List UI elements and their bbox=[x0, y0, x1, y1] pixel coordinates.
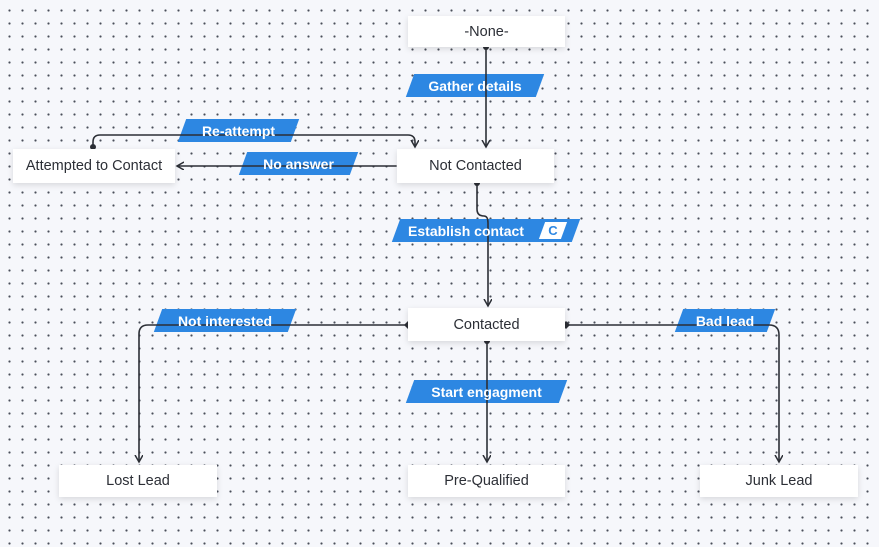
transition-bad-lead[interactable]: Bad lead bbox=[679, 309, 771, 332]
state-node-label: Contacted bbox=[453, 316, 520, 333]
state-node-label: -None- bbox=[464, 23, 509, 40]
transition-label: Re-attempt bbox=[201, 122, 276, 139]
state-node-lost-lead[interactable]: Lost Lead bbox=[59, 465, 217, 497]
state-node-not-contacted[interactable]: Not Contacted bbox=[397, 149, 554, 183]
state-node-none[interactable]: -None- bbox=[408, 16, 565, 47]
transition-label: Start engagment bbox=[431, 383, 542, 400]
state-node-pre-qualified[interactable]: Pre-Qualified bbox=[408, 465, 565, 497]
transition-label: Not interested bbox=[177, 312, 273, 329]
transition-gather-details[interactable]: Gather details bbox=[410, 74, 540, 97]
transition-label: Gather details bbox=[428, 77, 522, 94]
state-node-contacted[interactable]: Contacted bbox=[408, 308, 565, 341]
edge-origin-dot bbox=[90, 144, 96, 150]
edge-contacted-to-lost bbox=[139, 324, 408, 462]
transition-badge: C bbox=[542, 222, 564, 239]
transition-label: No answer bbox=[263, 155, 334, 172]
transition-start-engagment[interactable]: Start engagment bbox=[410, 380, 563, 403]
state-node-junk-lead[interactable]: Junk Lead bbox=[700, 465, 858, 497]
state-node-label: Not Contacted bbox=[429, 158, 522, 174]
transition-label: Establish contact bbox=[408, 222, 524, 239]
state-node-label: Junk Lead bbox=[745, 473, 813, 489]
state-node-label: Attempted to Contact bbox=[25, 158, 163, 174]
transition-no-answer[interactable]: No answer bbox=[243, 152, 354, 175]
state-node-label: Pre-Qualified bbox=[444, 473, 529, 489]
transition-label: Bad lead bbox=[695, 312, 755, 329]
transition-not-interested[interactable]: Not interested bbox=[158, 309, 292, 332]
transition-re-attempt[interactable]: Re-attempt bbox=[182, 119, 295, 142]
state-node-label: Lost Lead bbox=[106, 473, 170, 489]
edge-contacted-to-junk bbox=[566, 324, 779, 462]
state-node-attempted-to-contact[interactable]: Attempted to Contact bbox=[13, 149, 175, 183]
transition-establish-contact[interactable]: Establish contact C bbox=[396, 219, 576, 242]
edge-not-contacted-to-contacted bbox=[476, 183, 488, 306]
